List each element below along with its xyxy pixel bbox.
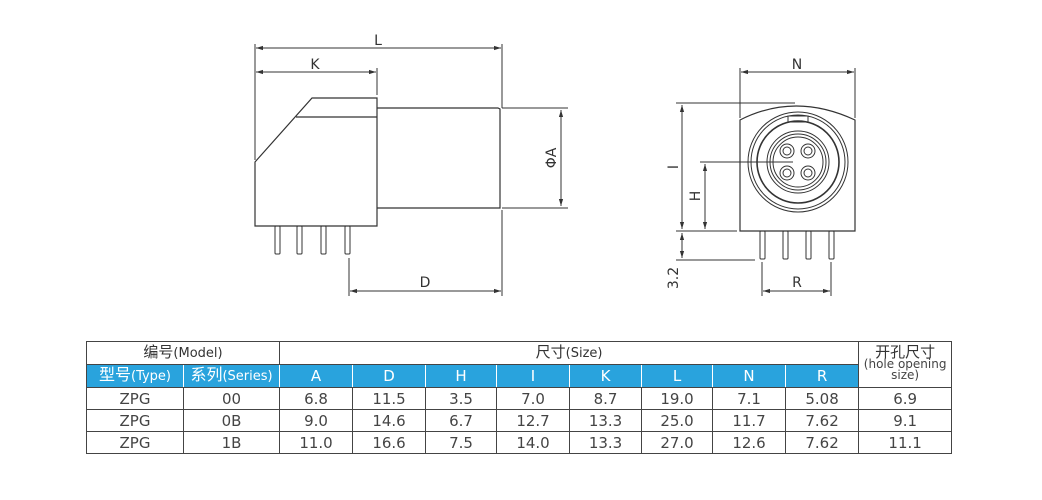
- label-A: ΦA: [544, 147, 560, 168]
- cell-H: 7.5: [425, 431, 498, 454]
- label-I: I: [666, 165, 682, 169]
- side-pins: [274, 225, 351, 255]
- cell-K: 13.3: [569, 409, 643, 432]
- label-D: D: [420, 275, 431, 291]
- header-row-2: 型号(Type) 系列(Series) A D H I K L N R: [86, 364, 952, 388]
- cell-hole: 9.1: [858, 409, 953, 432]
- cell-series: 00: [182, 387, 281, 410]
- cell-D: 16.6: [352, 431, 427, 454]
- table-row: ZPG 0B 9.0 14.6 6.7 12.7 13.3 25.0 11.7 …: [86, 409, 953, 432]
- label-R: R: [792, 275, 802, 291]
- label-L: L: [374, 33, 382, 49]
- header-type: 型号(Type): [86, 364, 184, 388]
- cell-type: ZPG: [86, 387, 184, 410]
- cell-K: 13.3: [569, 431, 643, 454]
- header-col-I: I: [496, 364, 571, 388]
- header-size: 尺寸(Size): [279, 341, 860, 365]
- cell-H: 6.7: [425, 409, 498, 432]
- cell-H: 3.5: [425, 387, 498, 410]
- spec-table: 编号(Model) 尺寸(Size) 开孔尺寸(hole opening siz…: [85, 341, 953, 454]
- cell-I: 12.7: [496, 409, 571, 432]
- header-row-1: 编号(Model) 尺寸(Size) 开孔尺寸(hole opening siz…: [85, 341, 953, 388]
- header-col-D: D: [352, 364, 427, 388]
- cell-A: 11.0: [279, 431, 354, 454]
- cell-hole: 6.9: [858, 387, 953, 410]
- front-view: [676, 68, 856, 296]
- header-col-H: H: [425, 364, 498, 388]
- header-series: 系列(Series): [182, 364, 281, 388]
- header-col-A: A: [279, 364, 354, 388]
- cell-L: 19.0: [641, 387, 714, 410]
- cell-L: 27.0: [641, 431, 714, 454]
- label-N: N: [792, 57, 802, 73]
- cell-type: ZPG: [86, 431, 184, 454]
- cell-A: 6.8: [279, 387, 354, 410]
- cell-I: 14.0: [496, 431, 571, 454]
- cell-type: ZPG: [86, 409, 184, 432]
- label-H: H: [688, 191, 704, 202]
- header-col-L: L: [641, 364, 714, 388]
- cell-D: 14.6: [352, 409, 427, 432]
- header-col-K: K: [569, 364, 643, 388]
- cell-K: 8.7: [569, 387, 643, 410]
- cell-N: 7.1: [712, 387, 787, 410]
- cell-L: 25.0: [641, 409, 714, 432]
- cell-R: 7.62: [785, 431, 860, 454]
- cell-R: 5.08: [785, 387, 860, 410]
- label-K: K: [310, 57, 320, 73]
- header-model: 编号(Model): [85, 341, 281, 365]
- cell-N: 12.6: [712, 431, 787, 454]
- technical-drawing: L K ΦA D: [254, 33, 856, 296]
- cell-A: 9.0: [279, 409, 354, 432]
- cell-series: 0B: [182, 409, 281, 432]
- front-pins: [759, 230, 835, 260]
- label-3-2: 3.2: [666, 267, 682, 289]
- header-col-R: R: [785, 364, 860, 388]
- cell-N: 11.7: [712, 409, 787, 432]
- cell-series: 1B: [182, 431, 281, 454]
- receptacle: [747, 111, 849, 213]
- table-row: ZPG 1B 11.0 16.6 7.5 14.0 13.3 27.0 12.6…: [86, 431, 953, 454]
- cell-D: 11.5: [352, 387, 427, 410]
- side-view: [254, 44, 568, 296]
- table-row: ZPG 00 6.8 11.5 3.5 7.0 8.7 19.0 7.1 5.0…: [86, 387, 953, 410]
- header-hole-size: 开孔尺寸(hole opening size): [858, 341, 953, 388]
- cell-R: 7.62: [785, 409, 860, 432]
- cell-hole: 11.1: [858, 431, 953, 454]
- cell-I: 7.0: [496, 387, 571, 410]
- header-col-N: N: [712, 364, 787, 388]
- contacts: [779, 143, 816, 181]
